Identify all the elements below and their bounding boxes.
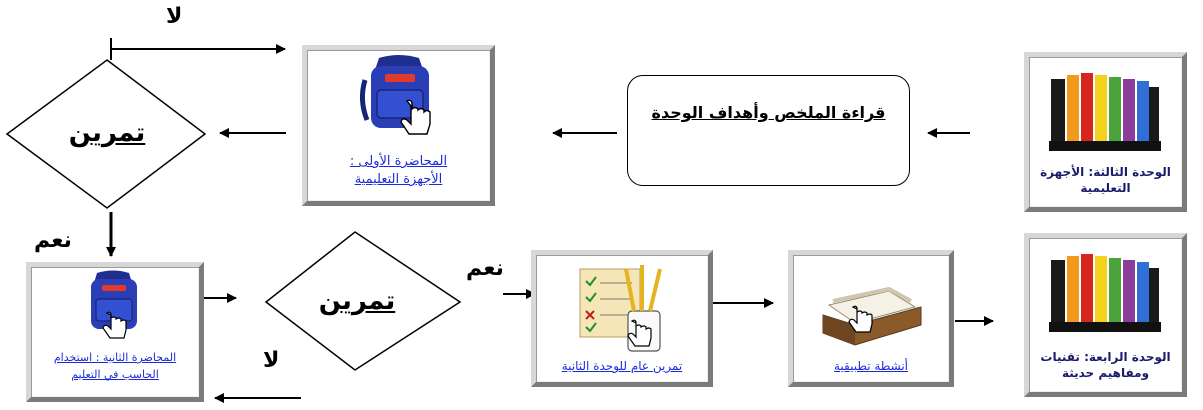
unit3-card[interactable]: الوحدة الثالثة: الأجهزة التعليمية bbox=[1024, 52, 1187, 212]
diamond-top bbox=[5, 59, 207, 209]
exercise-label[interactable]: تمرين عام للوحدة الثانية bbox=[561, 359, 683, 373]
unit3-line1[interactable]: الوحدة الثالثة: الأجهزة bbox=[1040, 165, 1171, 179]
label-yes-left: نعم bbox=[34, 228, 72, 253]
file-sorter-icon bbox=[1049, 73, 1161, 151]
unit4-card[interactable]: الوحدة الرابعة: تقنيات ومفاهيم حديثة bbox=[1024, 233, 1187, 397]
hand-pointer-icon bbox=[627, 319, 652, 347]
label-no-top: لا bbox=[166, 4, 183, 29]
lecture2-card[interactable]: المحاضرة الثانية : استخدام الحاسب في الت… bbox=[26, 262, 204, 402]
diamond-bottom bbox=[264, 231, 462, 371]
activities-label[interactable]: أنشطة تطبيقية bbox=[833, 359, 909, 373]
label-yes-mid: نعم bbox=[466, 256, 504, 281]
lecture2-line1[interactable]: المحاضرة الثانية : استخدام bbox=[53, 351, 177, 364]
unit4-line2[interactable]: ومفاهيم حديثة bbox=[1061, 366, 1150, 380]
diamond-top-label[interactable]: تمرين bbox=[68, 118, 146, 148]
activities-card[interactable]: أنشطة تطبيقية bbox=[788, 250, 954, 387]
unit4-line1[interactable]: الوحدة الرابعة: تقنيات bbox=[1040, 350, 1171, 364]
hand-pointer-icon bbox=[848, 305, 873, 333]
summary-box[interactable]: قراءة الملخص وأهداف الوحدة bbox=[627, 75, 910, 186]
hand-pointer-icon bbox=[400, 99, 431, 135]
exercise-card[interactable]: تمرين عام للوحدة الثانية bbox=[531, 250, 713, 387]
unit3-line2[interactable]: التعليمية bbox=[1080, 181, 1131, 195]
summary-box-label: قراءة الملخص وأهداف الوحدة bbox=[651, 103, 886, 122]
lecture2-line2[interactable]: الحاسب في التعليم bbox=[71, 368, 159, 381]
diamond-bottom-label[interactable]: تمرين bbox=[318, 286, 396, 316]
hand-pointer-icon bbox=[102, 311, 127, 339]
backpack-icon bbox=[91, 270, 137, 329]
lecture1-card[interactable]: المحاضرة الأولى : الأجهزة التعليمية bbox=[302, 45, 495, 206]
lecture1-line2[interactable]: الأجهزة التعليمية bbox=[354, 172, 443, 187]
lecture1-line1[interactable]: المحاضرة الأولى : bbox=[349, 154, 448, 169]
label-no-bottom: لا bbox=[263, 348, 280, 373]
file-sorter-icon bbox=[1049, 254, 1161, 332]
